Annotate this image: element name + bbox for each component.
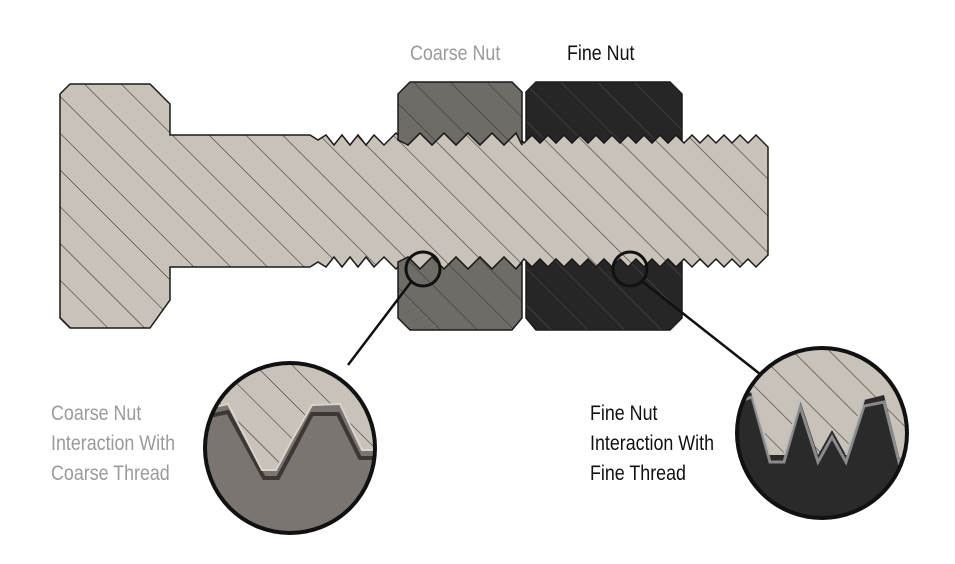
- fine-nut-label: Fine Nut: [567, 42, 635, 65]
- fine-nut-bottom: [525, 257, 683, 331]
- coarse-highlight-circle: [404, 250, 442, 288]
- coarse-nut-top: [397, 81, 523, 147]
- coarse-callout-line-2: Interaction With: [51, 432, 176, 455]
- coarse-detail-magnifier: [205, 363, 375, 533]
- fine-highlight-circle: [611, 250, 649, 288]
- fine-callout-line-1: Fine Nut: [590, 402, 658, 425]
- coarse-callout-line-1: Coarse Nut: [51, 402, 142, 425]
- fine-leader-line: [642, 281, 761, 375]
- fine-detail-magnifier: [737, 348, 907, 518]
- coarse-nut-bottom: [397, 255, 523, 331]
- coarse-callout-text: Coarse Nut Interaction With Coarse Threa…: [51, 399, 175, 489]
- coarse-nut-label: Coarse Nut: [410, 42, 501, 65]
- fine-nut-top: [525, 81, 683, 145]
- fine-callout-line-3: Fine Thread: [590, 462, 686, 485]
- coarse-callout-line-3: Coarse Thread: [51, 462, 170, 485]
- fine-callout-text: Fine Nut Interaction With Fine Thread: [590, 399, 714, 489]
- coarse-leader-line: [347, 281, 412, 366]
- fine-callout-line-2: Interaction With: [590, 432, 715, 455]
